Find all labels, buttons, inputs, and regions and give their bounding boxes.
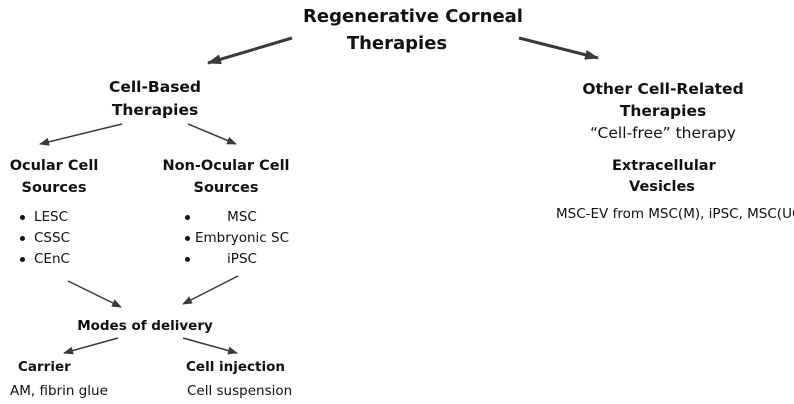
bullet-icon bbox=[20, 215, 25, 220]
cell-based-title-line1: Cell-Based bbox=[108, 78, 202, 96]
ev-title-line1: Extracellular bbox=[612, 158, 716, 174]
arrow-cell-based-to-non-ocular bbox=[187, 123, 237, 145]
root-title-line2: Therapies bbox=[346, 33, 448, 54]
ocular-item-label: CEnC bbox=[34, 251, 70, 267]
arrow-cell-based-to-ocular bbox=[39, 123, 123, 146]
root-title-line1: Regenerative Corneal bbox=[303, 6, 523, 27]
injection-detail: Cell suspension bbox=[187, 383, 293, 399]
arrow-ocular-to-modes bbox=[67, 280, 122, 308]
ocular-item-label: CSSC bbox=[34, 230, 70, 246]
arrow-modes-to-injection bbox=[182, 337, 238, 355]
other-title-line1: Other Cell-Related bbox=[582, 80, 744, 98]
other-title-line2: Therapies bbox=[619, 102, 707, 120]
bullet-icon bbox=[20, 236, 25, 241]
non-ocular-item: MSC bbox=[227, 209, 257, 225]
bullet-icon bbox=[20, 257, 25, 262]
carrier-title: Carrier bbox=[18, 359, 71, 375]
arrow-root-to-other bbox=[518, 36, 599, 60]
ev-detail: MSC-EV from MSC(M), iPSC, MSC(UC) bbox=[556, 206, 794, 222]
arrow-modes-to-carrier bbox=[63, 337, 119, 355]
ocular-title-line2: Sources bbox=[21, 180, 87, 196]
carrier-detail: AM, fibrin glue bbox=[10, 383, 108, 399]
non-ocular-item: iPSC bbox=[227, 251, 257, 267]
injection-title: Cell injection bbox=[186, 359, 286, 375]
bullet-icon bbox=[185, 236, 190, 241]
ocular-title-line1: Ocular Cell bbox=[9, 158, 99, 174]
bullet-icon bbox=[185, 257, 190, 262]
non-ocular-title-line2: Sources bbox=[193, 180, 259, 196]
non-ocular-title-line1: Non-Ocular Cell bbox=[162, 158, 290, 174]
modes-title: Modes of delivery bbox=[77, 318, 213, 334]
arrow-non-ocular-to-modes bbox=[182, 275, 239, 305]
ev-title-line2: Vesicles bbox=[629, 179, 695, 195]
bullet-icon bbox=[185, 215, 190, 220]
non-ocular-item: Embryonic SC bbox=[194, 230, 290, 246]
cell-based-title-line2: Therapies bbox=[111, 101, 199, 119]
ocular-item-label: LESC bbox=[34, 209, 69, 225]
other-subtitle: “Cell-free” therapy bbox=[590, 124, 736, 142]
arrow-root-to-cell-based bbox=[207, 36, 293, 65]
